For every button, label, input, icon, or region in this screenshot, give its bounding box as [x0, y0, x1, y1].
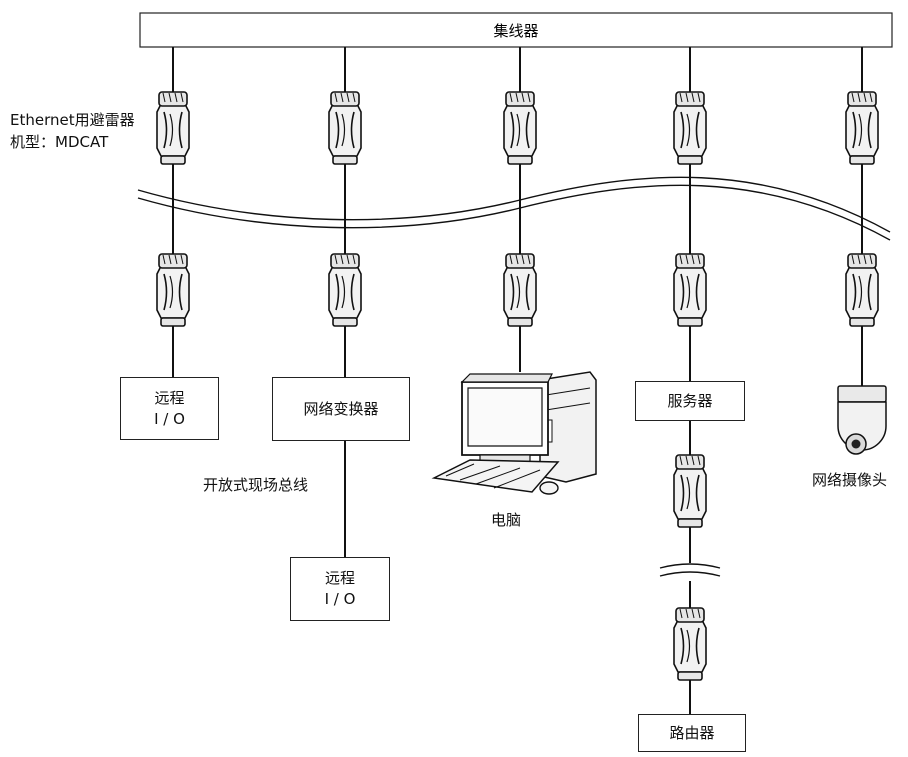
network-converter-box: 网络变换器 [272, 377, 410, 441]
surge-arrester-icon [156, 91, 190, 165]
arrester-label-line2: 机型：MDCAT [10, 133, 109, 151]
remote-io-2-line1: 远程 [324, 569, 355, 587]
surge-arrester-icon [503, 253, 537, 327]
distance-wave-lower [137, 184, 891, 241]
cable-break-icon [659, 563, 721, 569]
network-camera-label: 网络摄像头 [812, 471, 888, 489]
surge-arrester-icon [845, 253, 879, 327]
network-converter-label: 网络变换器 [303, 399, 379, 418]
hub-box [139, 12, 893, 48]
server-label: 服务器 [667, 391, 713, 410]
remote-io-1-line2: I / O [154, 409, 185, 428]
fieldbus-label: 开放式现场总线 [203, 476, 309, 494]
surge-arrester-icon [845, 91, 879, 165]
surge-arrester-icon [503, 91, 537, 165]
desktop-computer-icon [431, 371, 597, 495]
arrester-label-line1: Ethernet用避雷器 [10, 111, 135, 129]
remote-io-2-line2: I / O [324, 590, 356, 608]
remote-io-1-box: 远程 I / O [120, 377, 219, 440]
computer-label: 电脑 [491, 511, 522, 529]
surge-arrester-icon [673, 253, 707, 327]
distance-wave-upper [137, 176, 891, 233]
surge-arrester-icon [328, 253, 362, 327]
surge-arrester-icon [673, 607, 707, 681]
cable-break-icon-2 [659, 571, 721, 577]
hub-label: 集线器 [493, 22, 538, 40]
surge-arrester-icon [156, 253, 190, 327]
remote-io-2-box: 远程 I / O [290, 557, 390, 621]
router-box: 路由器 [638, 714, 746, 752]
surge-arrester-icon [673, 454, 707, 528]
router-label: 路由器 [669, 723, 715, 742]
dome-camera-icon [837, 385, 887, 455]
surge-arrester-icon [673, 91, 707, 165]
surge-arrester-icon [328, 91, 362, 165]
server-box: 服务器 [635, 381, 745, 421]
remote-io-1-line1: 远程 [154, 388, 185, 407]
